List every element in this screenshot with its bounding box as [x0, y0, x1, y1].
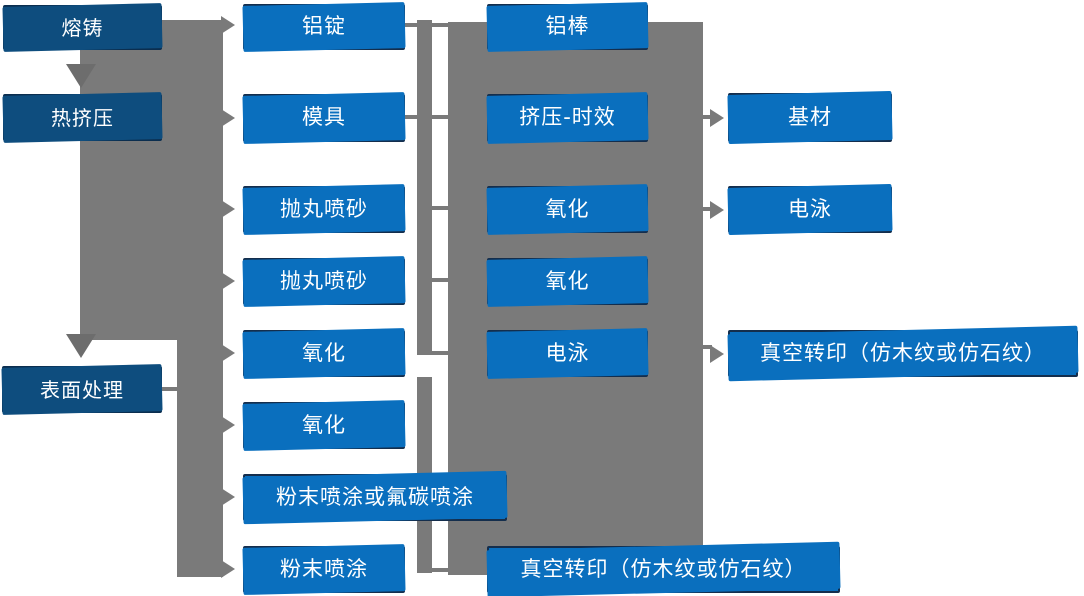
down-arrowhead-icon — [66, 334, 96, 358]
node-electrophoresis-1: 电泳 — [487, 330, 648, 377]
right-arrowhead-icon — [221, 488, 235, 506]
connector-stub-row3 — [432, 206, 448, 210]
node-aluminum-rod: 铝棒 — [487, 4, 648, 50]
node-hot-extrusion: 热挤压 — [3, 94, 162, 141]
node-oxidation-3: 氧化 — [487, 186, 648, 233]
connector-stub-row5 — [432, 351, 448, 355]
connector-stub-row4 — [432, 278, 448, 282]
right-arrowhead-icon — [710, 201, 724, 219]
node-electrophoresis-2: 电泳 — [728, 186, 892, 233]
connector-band-stage-top — [80, 20, 223, 340]
node-smelting-casting: 熔铸 — [3, 5, 162, 50]
connector-stub-vacuum-transfer — [703, 345, 712, 349]
node-mold: 模具 — [243, 94, 405, 142]
right-arrowhead-icon — [710, 345, 724, 363]
connector-bar-middle-top — [417, 20, 432, 355]
right-arrowhead-icon — [221, 200, 235, 218]
node-surface-treatment: 表面处理 — [2, 366, 162, 413]
node-vacuum-transfer-print-2: 真空转印（仿木纹或仿石纹） — [728, 330, 1078, 377]
right-arrowhead-icon — [710, 109, 724, 127]
node-substrate: 基材 — [728, 93, 892, 142]
node-oxidation-4: 氧化 — [487, 258, 648, 305]
right-arrowhead-icon — [221, 272, 235, 290]
right-arrowhead-icon — [221, 16, 235, 34]
node-extrusion-aging: 挤压-时效 — [487, 94, 648, 142]
node-powder-or-fluorocarbon-coating: 粉末喷涂或氟碳喷涂 — [243, 474, 507, 521]
connector-stub-surface-treatment — [162, 387, 177, 391]
node-oxidation-2: 氧化 — [243, 402, 405, 449]
down-arrowhead-icon — [66, 64, 96, 88]
connector-stub-row1 — [405, 23, 448, 27]
right-arrowhead-icon — [221, 560, 235, 578]
connector-stub-electrophoresis — [703, 207, 712, 211]
node-aluminum-ingot: 铝锭 — [243, 4, 405, 50]
connector-band-stage-bottom — [177, 340, 223, 577]
right-arrowhead-icon — [221, 109, 235, 127]
node-vacuum-transfer-print-1: 真空转印（仿木纹或仿石纹） — [487, 546, 840, 593]
right-arrowhead-icon — [221, 344, 235, 362]
node-oxidation-1: 氧化 — [243, 330, 405, 377]
node-shot-blasting-2: 抛丸喷砂 — [243, 258, 405, 305]
right-arrowhead-icon — [221, 416, 235, 434]
node-shot-blasting-1: 抛丸喷砂 — [243, 186, 405, 233]
connector-stub-row8 — [432, 568, 448, 572]
connector-stub-substrate — [703, 115, 712, 119]
node-powder-coating: 粉末喷涂 — [243, 546, 405, 593]
connector-stub-row2 — [405, 115, 448, 119]
